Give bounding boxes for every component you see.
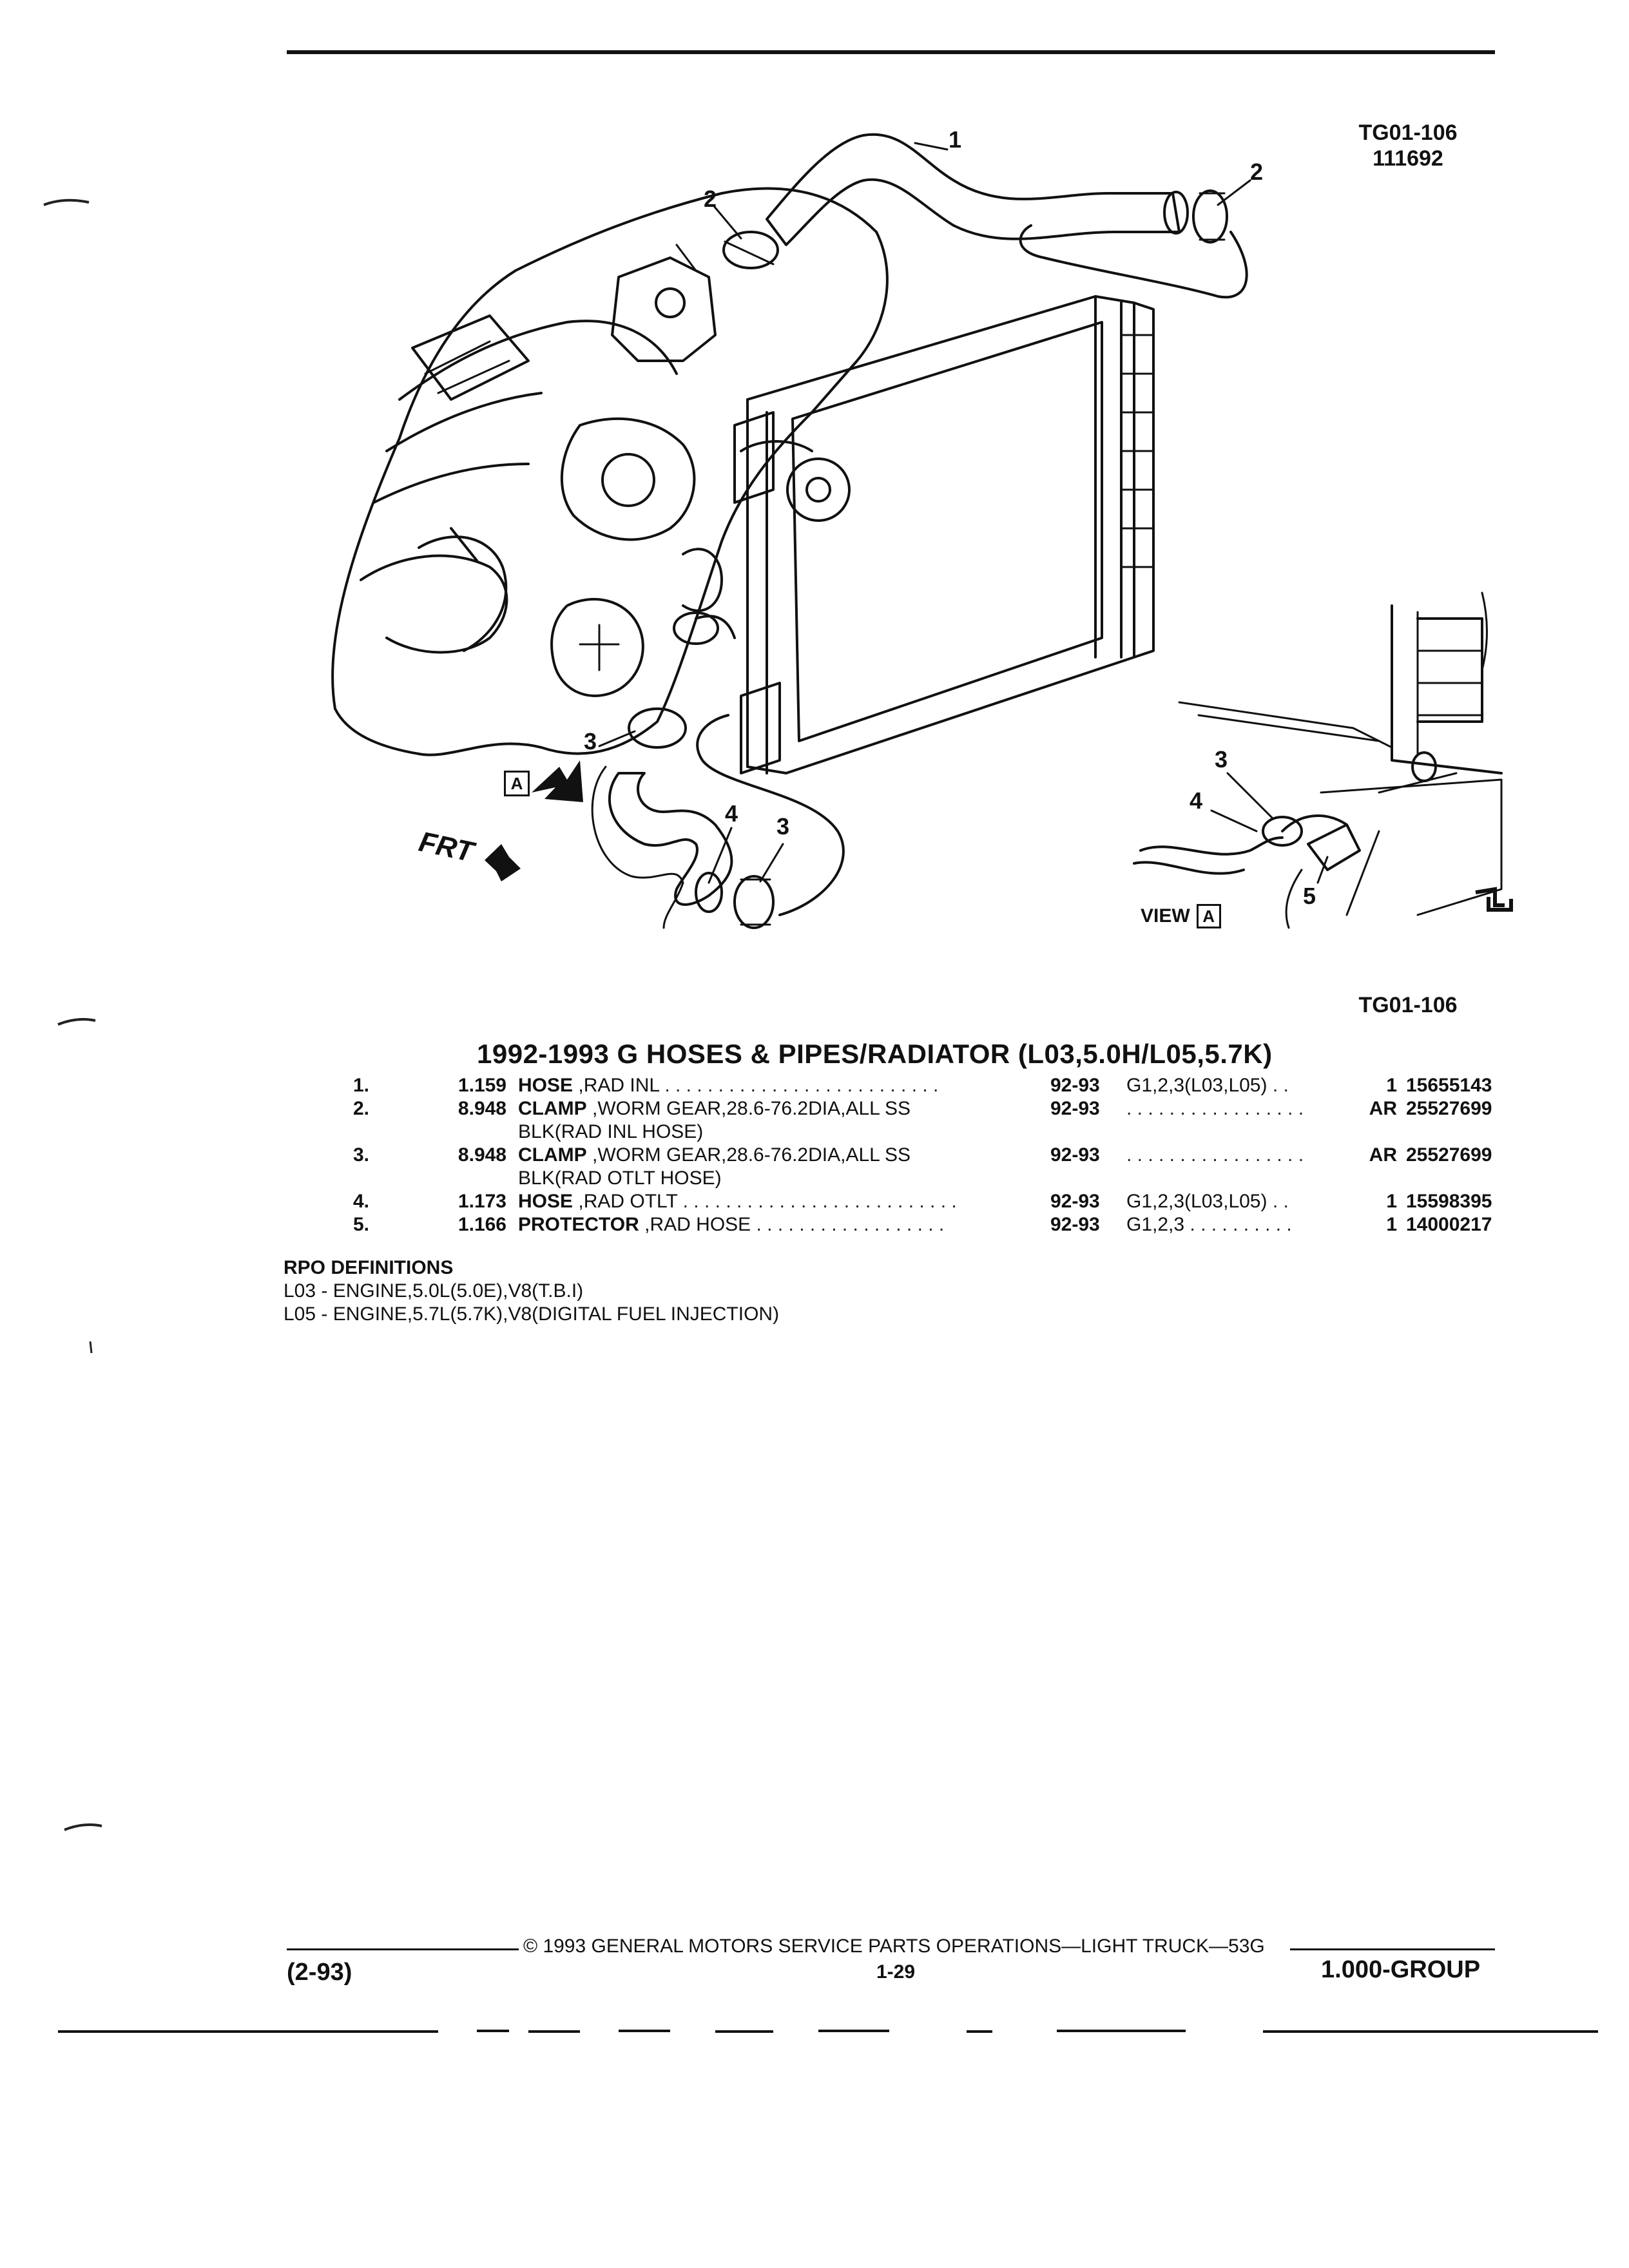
rpo-definitions: RPO DEFINITIONS L03 - ENGINE,5.0L(5.0E),…	[284, 1256, 779, 1326]
item-number: 5.	[353, 1214, 370, 1235]
rpo-line: L03 - ENGINE,5.0L(5.0E),V8(T.B.I)	[284, 1280, 584, 1302]
usage-text: G1,2,3(L03,L05)	[1126, 1191, 1268, 1212]
item-number: 1.	[353, 1075, 370, 1096]
upper-clamp-right	[1192, 189, 1228, 244]
quantity: 1	[1386, 1214, 1397, 1235]
parts-table: 1. 1.159 HOSE ,RAD INL . . . . . . . . .…	[353, 1075, 1492, 1237]
part-number: 15655143	[1406, 1075, 1492, 1096]
engine-outline	[331, 187, 889, 756]
item-number: 4.	[353, 1191, 370, 1212]
table-row: 5. 1.166 PROTECTOR ,RAD HOSE . . . . . .…	[353, 1214, 1492, 1237]
footer-group: 1.000-GROUP	[1321, 1956, 1481, 1983]
item-number: 3.	[353, 1144, 370, 1166]
callout-2-left: 2	[704, 186, 717, 212]
top-rule	[287, 50, 1495, 54]
view-a-label: VIEW A	[1141, 904, 1221, 928]
callout-1: 1	[949, 126, 962, 153]
part-description: CLAMP ,WORM GEAR,28.6-76.2DIA,ALL SS	[518, 1098, 1050, 1121]
front-arrow-icon	[485, 844, 521, 881]
table-row-continuation: BLK(RAD INL HOSE)	[353, 1121, 1492, 1144]
footer-rule-left	[287, 1948, 519, 1950]
quantity: 1	[1386, 1075, 1397, 1096]
footer-date: (2-93)	[287, 1959, 352, 1986]
view-label-text: VIEW	[1141, 905, 1190, 927]
item-number: 2.	[353, 1098, 370, 1119]
usage-text: G1,2,3(L03,L05)	[1126, 1075, 1268, 1096]
part-desc: ,WORM GEAR,28.6-76.2DIA,ALL SS	[592, 1098, 911, 1119]
part-number: 15598395	[1406, 1191, 1492, 1212]
model-years: 92-93	[1050, 1098, 1100, 1119]
view-a-marker-box: A	[504, 771, 530, 796]
callout-2-right: 2	[1250, 159, 1264, 185]
quantity: AR	[1369, 1098, 1397, 1119]
quantity: AR	[1369, 1144, 1397, 1166]
ref-number: 1.173	[458, 1191, 506, 1212]
callout-3-engine: 3	[584, 728, 597, 754]
model-years: 92-93	[1050, 1144, 1100, 1166]
table-row: 2. 8.948 CLAMP ,WORM GEAR,28.6-76.2DIA,A…	[353, 1098, 1492, 1121]
usage-code: . . . . . . . . . . . . . . . . .	[1126, 1144, 1304, 1166]
figure-id-top: TG01-106 111692	[1353, 120, 1463, 171]
gm-logo-icon	[1475, 887, 1513, 912]
ref-number: 1.159	[458, 1075, 506, 1096]
part-name: HOSE	[518, 1191, 574, 1212]
lower-clamp-radiator	[733, 875, 775, 929]
part-description: HOSE ,RAD INL . . . . . . . . . . . . . …	[518, 1075, 939, 1096]
callout-5-view: 5	[1303, 883, 1316, 909]
part-name: CLAMP	[518, 1098, 587, 1119]
part-number: 25527699	[1406, 1098, 1492, 1119]
usage-code: G1,2,3 . . . . . . . . . .	[1126, 1214, 1292, 1235]
usage-code: G1,2,3(L03,L05) . .	[1126, 1191, 1289, 1212]
table-row: 4. 1.173 HOSE ,RAD OTLT . . . . . . . . …	[353, 1191, 1492, 1214]
model-years: 92-93	[1050, 1075, 1100, 1096]
figure-id-text: TG01-106	[1358, 120, 1458, 145]
usage-code: G1,2,3(L03,L05) . .	[1126, 1075, 1289, 1096]
lower-radiator-hose	[608, 772, 733, 906]
footer-rule-right	[1290, 1948, 1495, 1950]
part-desc: ,RAD INL	[578, 1075, 659, 1096]
part-number: 14000217	[1406, 1214, 1492, 1235]
part-number: 25527699	[1406, 1144, 1492, 1166]
quantity: 1	[1386, 1191, 1397, 1212]
callout-4: 4	[725, 800, 738, 827]
ref-number: 8.948	[458, 1144, 506, 1166]
lower-clamp-engine	[628, 707, 687, 749]
view-label-box: A	[1196, 904, 1221, 928]
upper-clamp-left	[722, 231, 779, 269]
rpo-line: L05 - ENGINE,5.7L(5.7K),V8(DIGITAL FUEL …	[284, 1303, 780, 1325]
part-name: CLAMP	[518, 1144, 587, 1166]
part-description: PROTECTOR ,RAD HOSE . . . . . . . . . . …	[518, 1214, 945, 1235]
ref-number: 1.166	[458, 1214, 506, 1235]
part-description: HOSE ,RAD OTLT . . . . . . . . . . . . .…	[518, 1191, 957, 1212]
model-years: 92-93	[1050, 1191, 1100, 1212]
part-description-line2: BLK(RAD INL HOSE)	[518, 1121, 704, 1142]
part-name: PROTECTOR	[518, 1214, 639, 1235]
rpo-heading: RPO DEFINITIONS	[284, 1257, 454, 1278]
part-description: CLAMP ,WORM GEAR,28.6-76.2DIA,ALL SS	[518, 1144, 1050, 1168]
ref-number: 8.948	[458, 1098, 506, 1119]
model-years: 92-93	[1050, 1214, 1100, 1235]
figure-id-bottom: TG01-106	[1358, 993, 1458, 1017]
part-desc: ,WORM GEAR,28.6-76.2DIA,ALL SS	[592, 1144, 911, 1166]
part-desc: ,RAD OTLT	[578, 1191, 678, 1212]
callout-3-view: 3	[1215, 746, 1228, 773]
figure-number-text: 111692	[1373, 146, 1443, 171]
callout-3-radiator: 3	[776, 813, 790, 840]
footer-page-number: 1-29	[876, 1961, 916, 1983]
table-row-continuation: BLK(RAD OTLT HOSE)	[353, 1168, 1492, 1191]
callout-4-view: 4	[1190, 787, 1203, 814]
table-row: 3. 8.948 CLAMP ,WORM GEAR,28.6-76.2DIA,A…	[353, 1144, 1492, 1168]
part-description-line2: BLK(RAD OTLT HOSE)	[518, 1168, 722, 1189]
usage-code: . . . . . . . . . . . . . . . . .	[1126, 1098, 1304, 1119]
view-a-arrow-icon	[532, 760, 583, 802]
table-row: 1. 1.159 HOSE ,RAD INL . . . . . . . . .…	[353, 1075, 1492, 1098]
footer-copyright: © 1993 GENERAL MOTORS SERVICE PARTS OPER…	[523, 1936, 1265, 1957]
section-title: 1992-1993 G HOSES & PIPES/RADIATOR (L03,…	[477, 1039, 1273, 1069]
part-name: HOSE	[518, 1075, 574, 1096]
usage-text: G1,2,3	[1126, 1214, 1185, 1235]
part-desc: ,RAD HOSE	[644, 1214, 751, 1235]
